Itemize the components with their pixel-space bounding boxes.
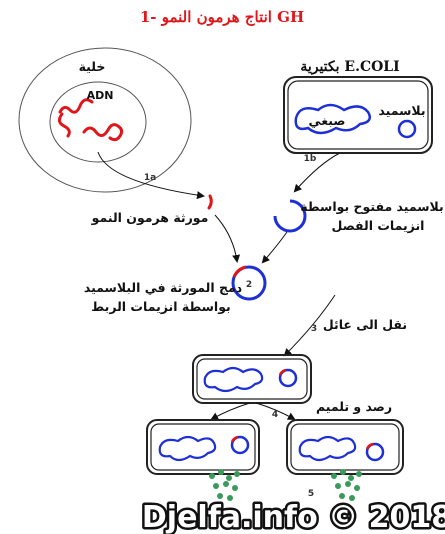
transfer-label: نقل الى عائل xyxy=(323,317,407,332)
cell-label: خلية xyxy=(79,59,106,74)
chromosome-label: صبغي xyxy=(309,113,346,128)
bacterium-label: بكتيرية E.COLI xyxy=(300,59,399,75)
gene-label: مورثة هرمون النمو xyxy=(91,210,209,225)
arrow-4-left xyxy=(210,402,251,420)
bacterial-plasmid xyxy=(397,119,417,139)
gh-gene-fragment xyxy=(207,194,213,210)
cell-nucleus xyxy=(49,81,147,163)
host-bacterium xyxy=(192,354,312,404)
watermark: Djelfa.info © 2018 xyxy=(139,498,445,534)
arrow-plasmid-to-recombinant xyxy=(261,231,288,264)
arrow-1b xyxy=(293,152,341,193)
open-plasmid xyxy=(273,199,307,233)
secreted-hormone-left xyxy=(209,469,240,501)
dna-strand-3 xyxy=(82,123,124,142)
daughter-bacterium-right xyxy=(286,419,404,475)
integration-label-2: بواسطة انزيمات الربط xyxy=(91,299,230,314)
open-plasmid-label-2: انزيمات الفصل xyxy=(332,218,425,233)
ecoli-bacterium: بكتيرية E.COLI صبغي بلاسميد xyxy=(283,59,433,154)
human-cell: خلية ADN xyxy=(18,47,192,193)
arrow-3 xyxy=(283,294,336,357)
dna-strand-2 xyxy=(57,112,71,138)
secreted-hormone-right xyxy=(331,469,362,501)
bacterium-membrane xyxy=(287,80,429,150)
step-1a-label: 1a xyxy=(144,173,156,183)
plasmid-label: بلاسميد xyxy=(378,103,425,118)
watermark-text: Djelfa.info © 2018 xyxy=(142,500,445,534)
step-4-label: 4 xyxy=(272,410,278,420)
bacterial-chromosome xyxy=(294,103,371,135)
open-plasmid-label-1: بلاسميد مفتوح بواسطة xyxy=(300,199,443,214)
dna-strand-1 xyxy=(58,98,94,114)
page-title: 1- انتاج هرمون النمو GH xyxy=(140,8,304,26)
step-2-label: 2 xyxy=(246,280,252,290)
bacterium-wall xyxy=(283,76,433,154)
daughter-bacterium-left xyxy=(146,419,260,475)
monitoring-label: رصد و تلميم xyxy=(316,399,392,414)
integration-label-1: دمج المورثة في البلاسميد xyxy=(84,280,242,295)
step-3-label: 3 xyxy=(311,324,317,334)
step-5-label: 5 xyxy=(308,489,314,499)
arrow-gene-to-recombinant xyxy=(214,214,241,263)
recombinant-plasmid: 2 xyxy=(231,265,267,301)
arrow-1a xyxy=(97,151,205,200)
dna-label: ADN xyxy=(87,89,114,102)
arrow-4-right xyxy=(255,402,296,420)
step-1b-label: 1b xyxy=(304,154,317,164)
cell-membrane xyxy=(18,47,192,193)
